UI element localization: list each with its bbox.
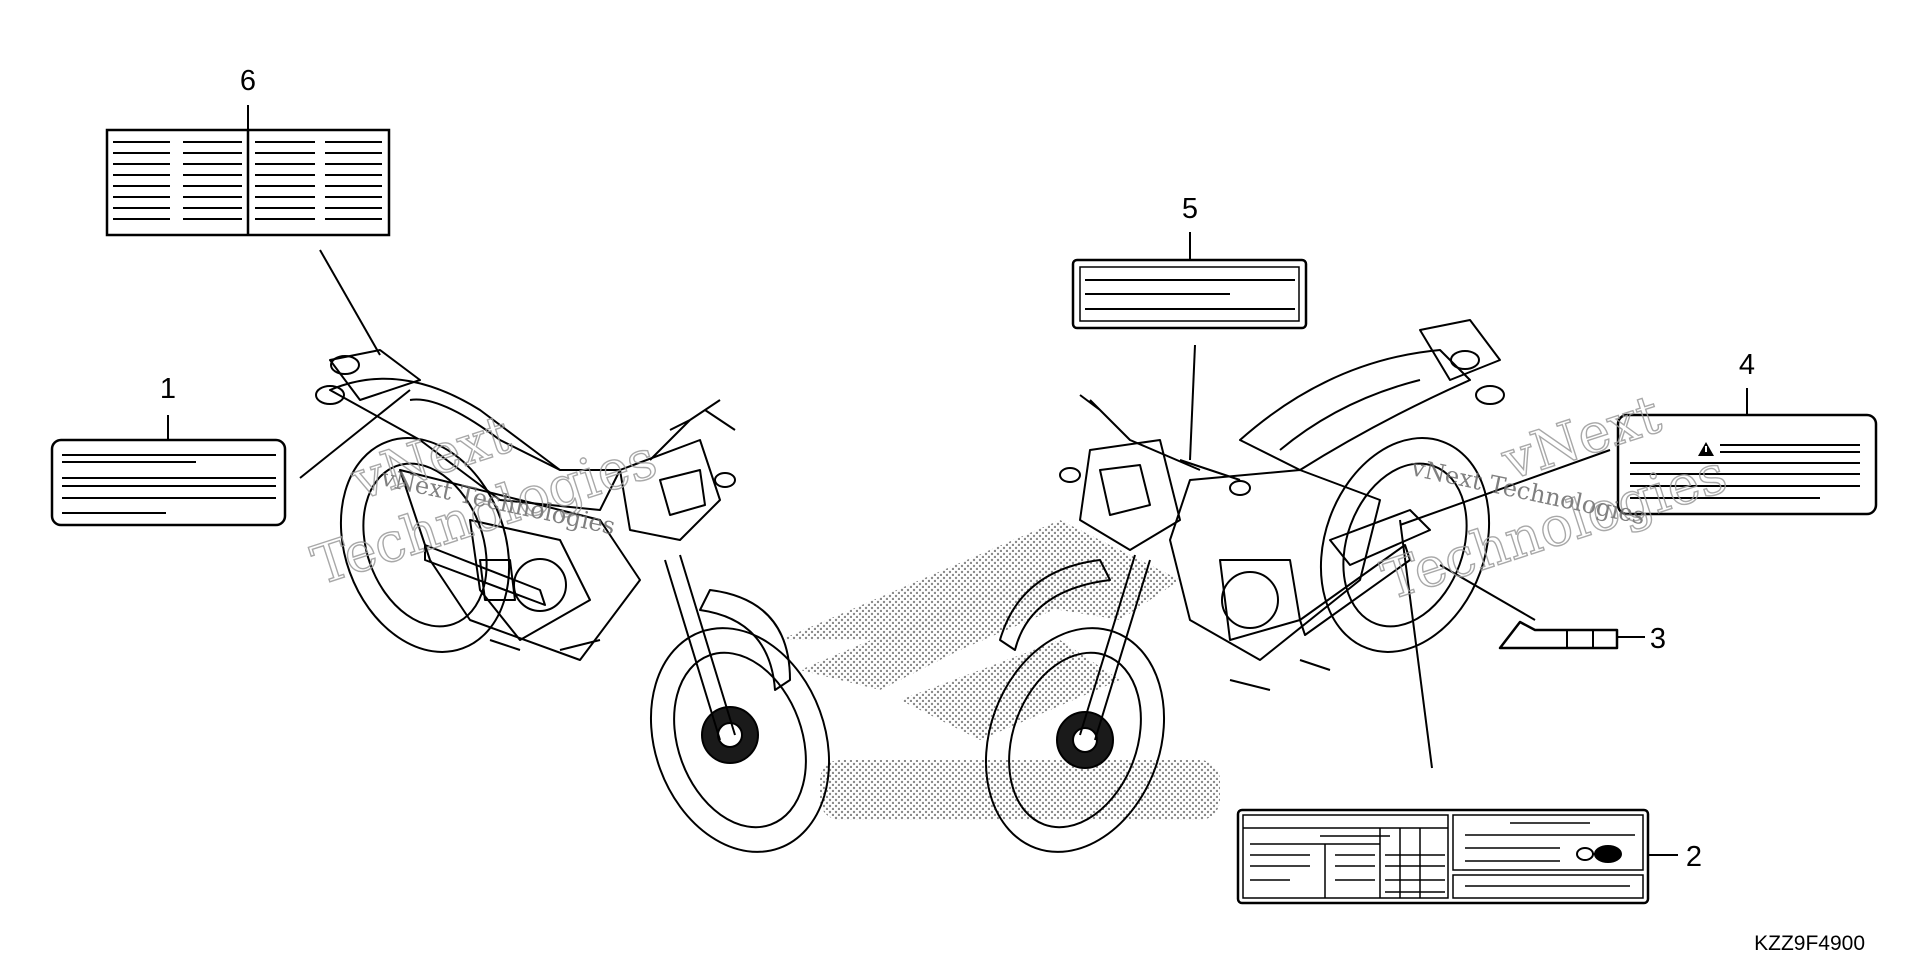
label-3-graphic xyxy=(1498,620,1619,650)
label-2-graphic xyxy=(1236,808,1650,905)
label-4-graphic xyxy=(1616,413,1878,516)
leader-line-2b xyxy=(1399,519,1433,769)
callout-5: 5 xyxy=(1182,193,1198,225)
diagram-part-code: KZZ9F4900 xyxy=(1754,932,1865,955)
callout-1: 1 xyxy=(160,373,176,405)
callout-3: 3 xyxy=(1650,623,1666,655)
leader-line-6b xyxy=(319,249,381,356)
honda-wing-logo-halftone xyxy=(780,520,1220,820)
callout-6: 6 xyxy=(240,65,256,97)
callout-2: 2 xyxy=(1686,841,1702,873)
leader-line-1b xyxy=(299,389,411,479)
label-6-graphic xyxy=(105,128,391,237)
callout-4: 4 xyxy=(1739,349,1755,381)
motorcycle-right-view xyxy=(984,319,1505,853)
leader-line-4b xyxy=(1399,449,1611,526)
motorcycle-left-view xyxy=(315,349,831,853)
leader-line-3b xyxy=(1439,564,1536,621)
label-5-graphic xyxy=(1071,258,1308,330)
label-1-graphic xyxy=(50,438,287,527)
chain-adjuster-icon xyxy=(1576,845,1622,863)
leader-line-5b xyxy=(1189,344,1196,461)
